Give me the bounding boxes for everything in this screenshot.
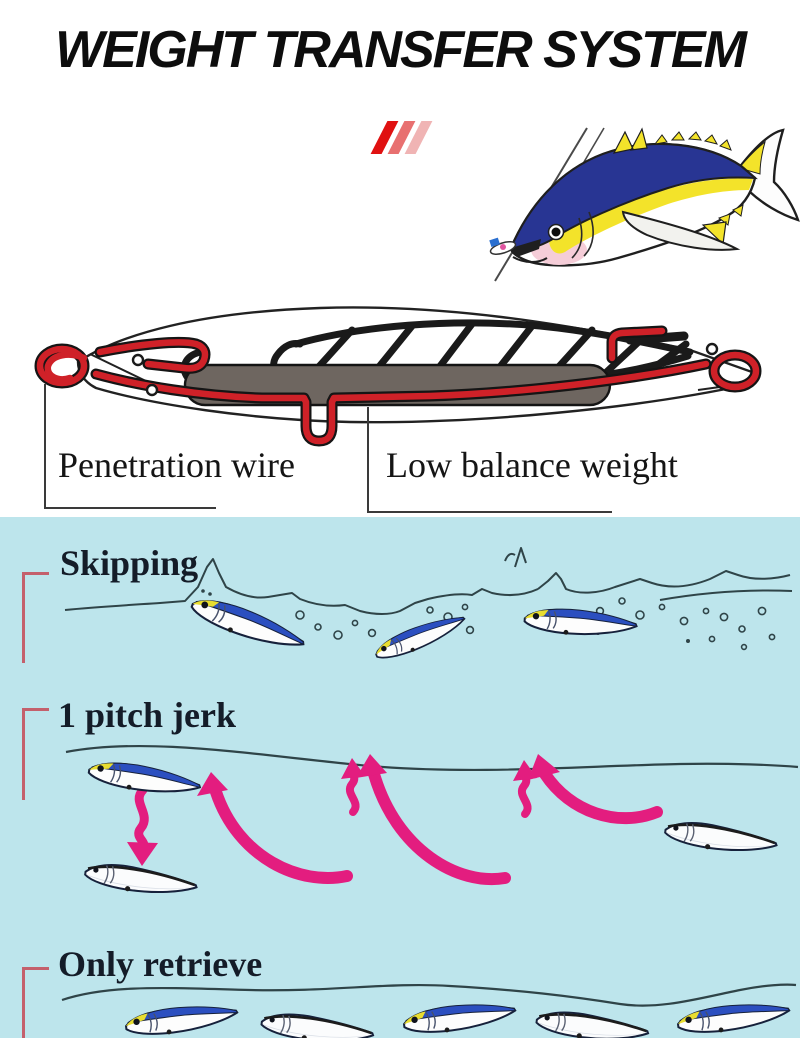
- bracket-icon: [22, 572, 25, 663]
- triple-slash-icon: [370, 121, 433, 154]
- bracket-icon: [22, 572, 49, 575]
- tuna-illustration: [489, 127, 800, 282]
- page-title: WEIGHT TRANSFER SYSTEM: [55, 21, 747, 79]
- bracket-icon: [22, 708, 49, 711]
- hook-holes: [131, 342, 719, 397]
- bracket-icon: [22, 967, 49, 970]
- penetration-wire-label: Penetration wire: [58, 445, 295, 485]
- low-balance-weight-label: Low balance weight: [386, 445, 678, 485]
- only-retrieve-label: Only retrieve: [58, 944, 263, 984]
- pitch-jerk-label: 1 pitch jerk: [58, 695, 236, 735]
- motion-arrows: [127, 754, 663, 886]
- bracket-icon: [22, 967, 25, 1038]
- skipping-label: Skipping: [60, 543, 199, 583]
- skipping-scene: [64, 547, 793, 666]
- callout-leader-lines: [44, 384, 612, 513]
- bracket-icon: [22, 708, 25, 800]
- pitch-jerk-scene: [65, 744, 799, 903]
- penetration-wire: [34, 325, 762, 447]
- lure-cross-section-diagram: [34, 306, 762, 513]
- only-retrieve-scene: [61, 983, 797, 1038]
